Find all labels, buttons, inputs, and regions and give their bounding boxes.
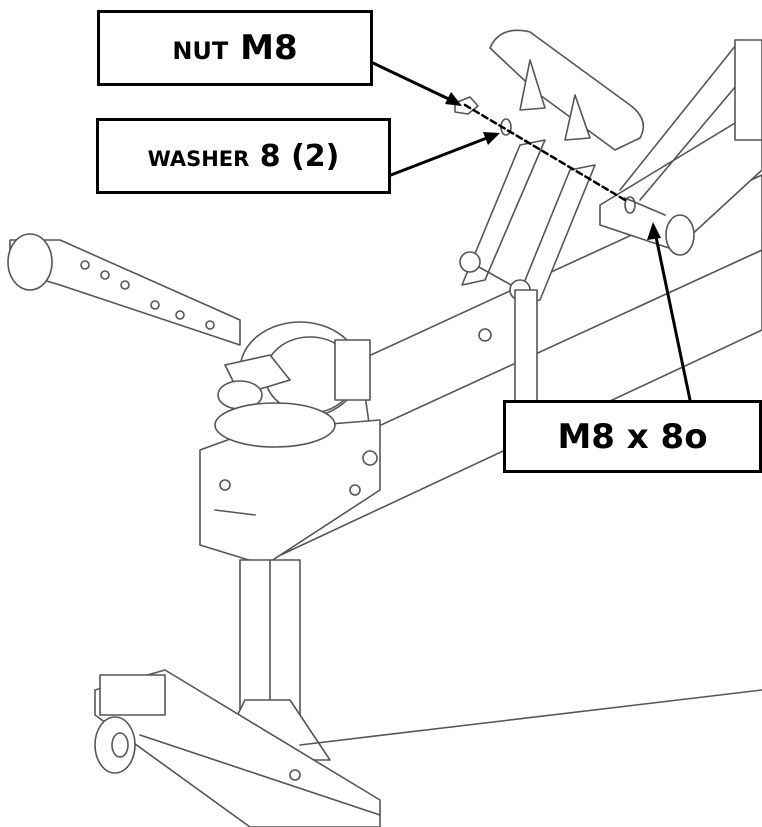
nut-callout-line: [371, 61, 457, 104]
upper-rail: [599, 39, 762, 256]
seat-bracket: [459, 139, 596, 411]
washer-label: WASHER 8 (2): [96, 118, 391, 194]
nut-label-size: M8: [240, 28, 298, 68]
callout-arrows: [371, 61, 692, 402]
bolt-callout-line: [653, 230, 692, 402]
washer-label-name: WASHER: [147, 138, 250, 174]
washer-arrowhead: [483, 132, 500, 145]
flywheel: [239, 321, 371, 419]
base-stabilizer: [94, 669, 762, 827]
bolt-label: M8 x 8o: [503, 400, 762, 473]
nut-label: NUT M8: [97, 10, 373, 86]
nut-label-name: NUT: [172, 28, 229, 68]
bolt-arrowhead: [647, 222, 661, 240]
nut-arrowhead: [445, 92, 462, 106]
handle-arm: [7, 233, 336, 448]
washer-label-size: 8 (2): [259, 138, 340, 174]
washer-callout-line: [389, 134, 494, 177]
assembly-path: [463, 103, 627, 202]
seat-pad: [489, 29, 645, 151]
bolt-label-text: M8 x 8o: [557, 416, 708, 457]
